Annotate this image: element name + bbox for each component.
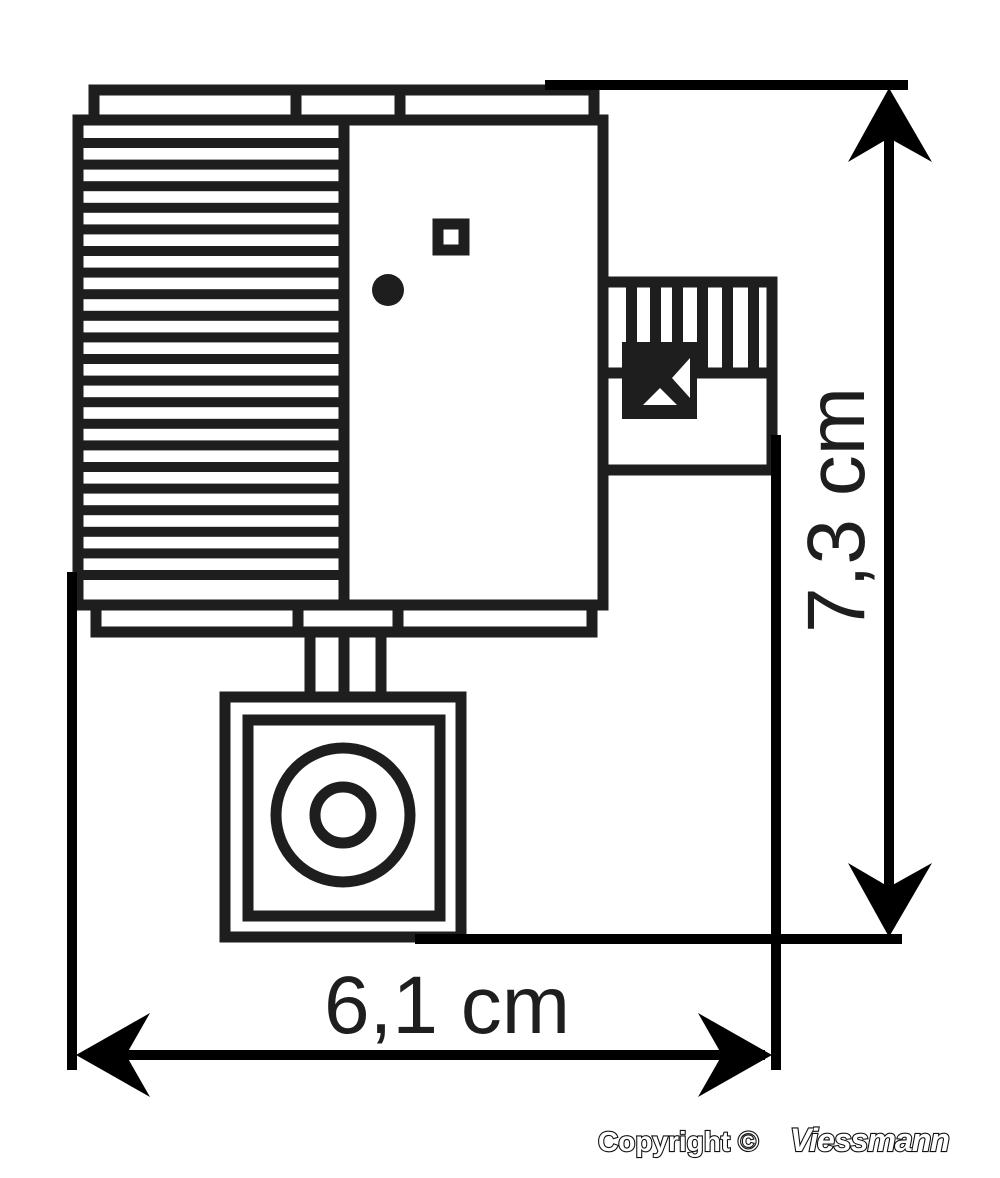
roof-slat xyxy=(80,483,342,494)
roof-slat xyxy=(80,418,342,429)
stair-step xyxy=(722,282,733,373)
stair-step xyxy=(626,282,637,373)
height-dimension-label: 7,3 cm xyxy=(791,387,882,633)
stair-step xyxy=(672,282,683,373)
roof-slat xyxy=(80,570,342,580)
arrow-right-icon xyxy=(698,1013,772,1097)
tank-outer xyxy=(219,691,467,943)
roof-slat xyxy=(80,548,342,559)
stair-step xyxy=(650,282,661,373)
roof-slat xyxy=(80,526,342,537)
tank-inner-circle xyxy=(309,781,377,849)
roof-slat xyxy=(80,440,342,451)
roof-slat xyxy=(80,462,342,472)
door-knob xyxy=(372,274,404,306)
roof-slat xyxy=(80,354,342,364)
roof-slat xyxy=(80,181,342,192)
arrow-down-icon xyxy=(848,863,932,937)
tank-inner xyxy=(242,714,446,922)
vent-square xyxy=(432,218,470,256)
bottom-strip xyxy=(90,599,598,638)
brand-logo: Viessmann xyxy=(790,1122,949,1158)
copyright-text: Copyright © xyxy=(598,1126,759,1157)
roof-slat xyxy=(80,246,342,256)
stair-step xyxy=(748,282,759,373)
arrow-left-icon xyxy=(76,1013,150,1097)
roof-slat xyxy=(80,202,342,213)
roof-slat xyxy=(80,310,342,321)
width-dimension-label: 6,1 cm xyxy=(324,960,570,1051)
roof-slat xyxy=(80,159,342,170)
roof-slat xyxy=(80,138,342,148)
tank-outer-circle xyxy=(270,742,416,888)
hatch-cross-icon xyxy=(643,358,690,405)
roof-slat xyxy=(80,397,342,408)
annex-outline xyxy=(597,373,778,476)
roof-slat xyxy=(80,267,342,278)
stair-step xyxy=(697,282,708,373)
roof-slat xyxy=(80,505,342,516)
arrow-up-icon xyxy=(848,88,932,162)
roof-slat xyxy=(80,375,342,386)
roof-slat xyxy=(80,289,342,300)
roof-slat xyxy=(80,332,342,343)
roof-slat xyxy=(80,224,342,235)
